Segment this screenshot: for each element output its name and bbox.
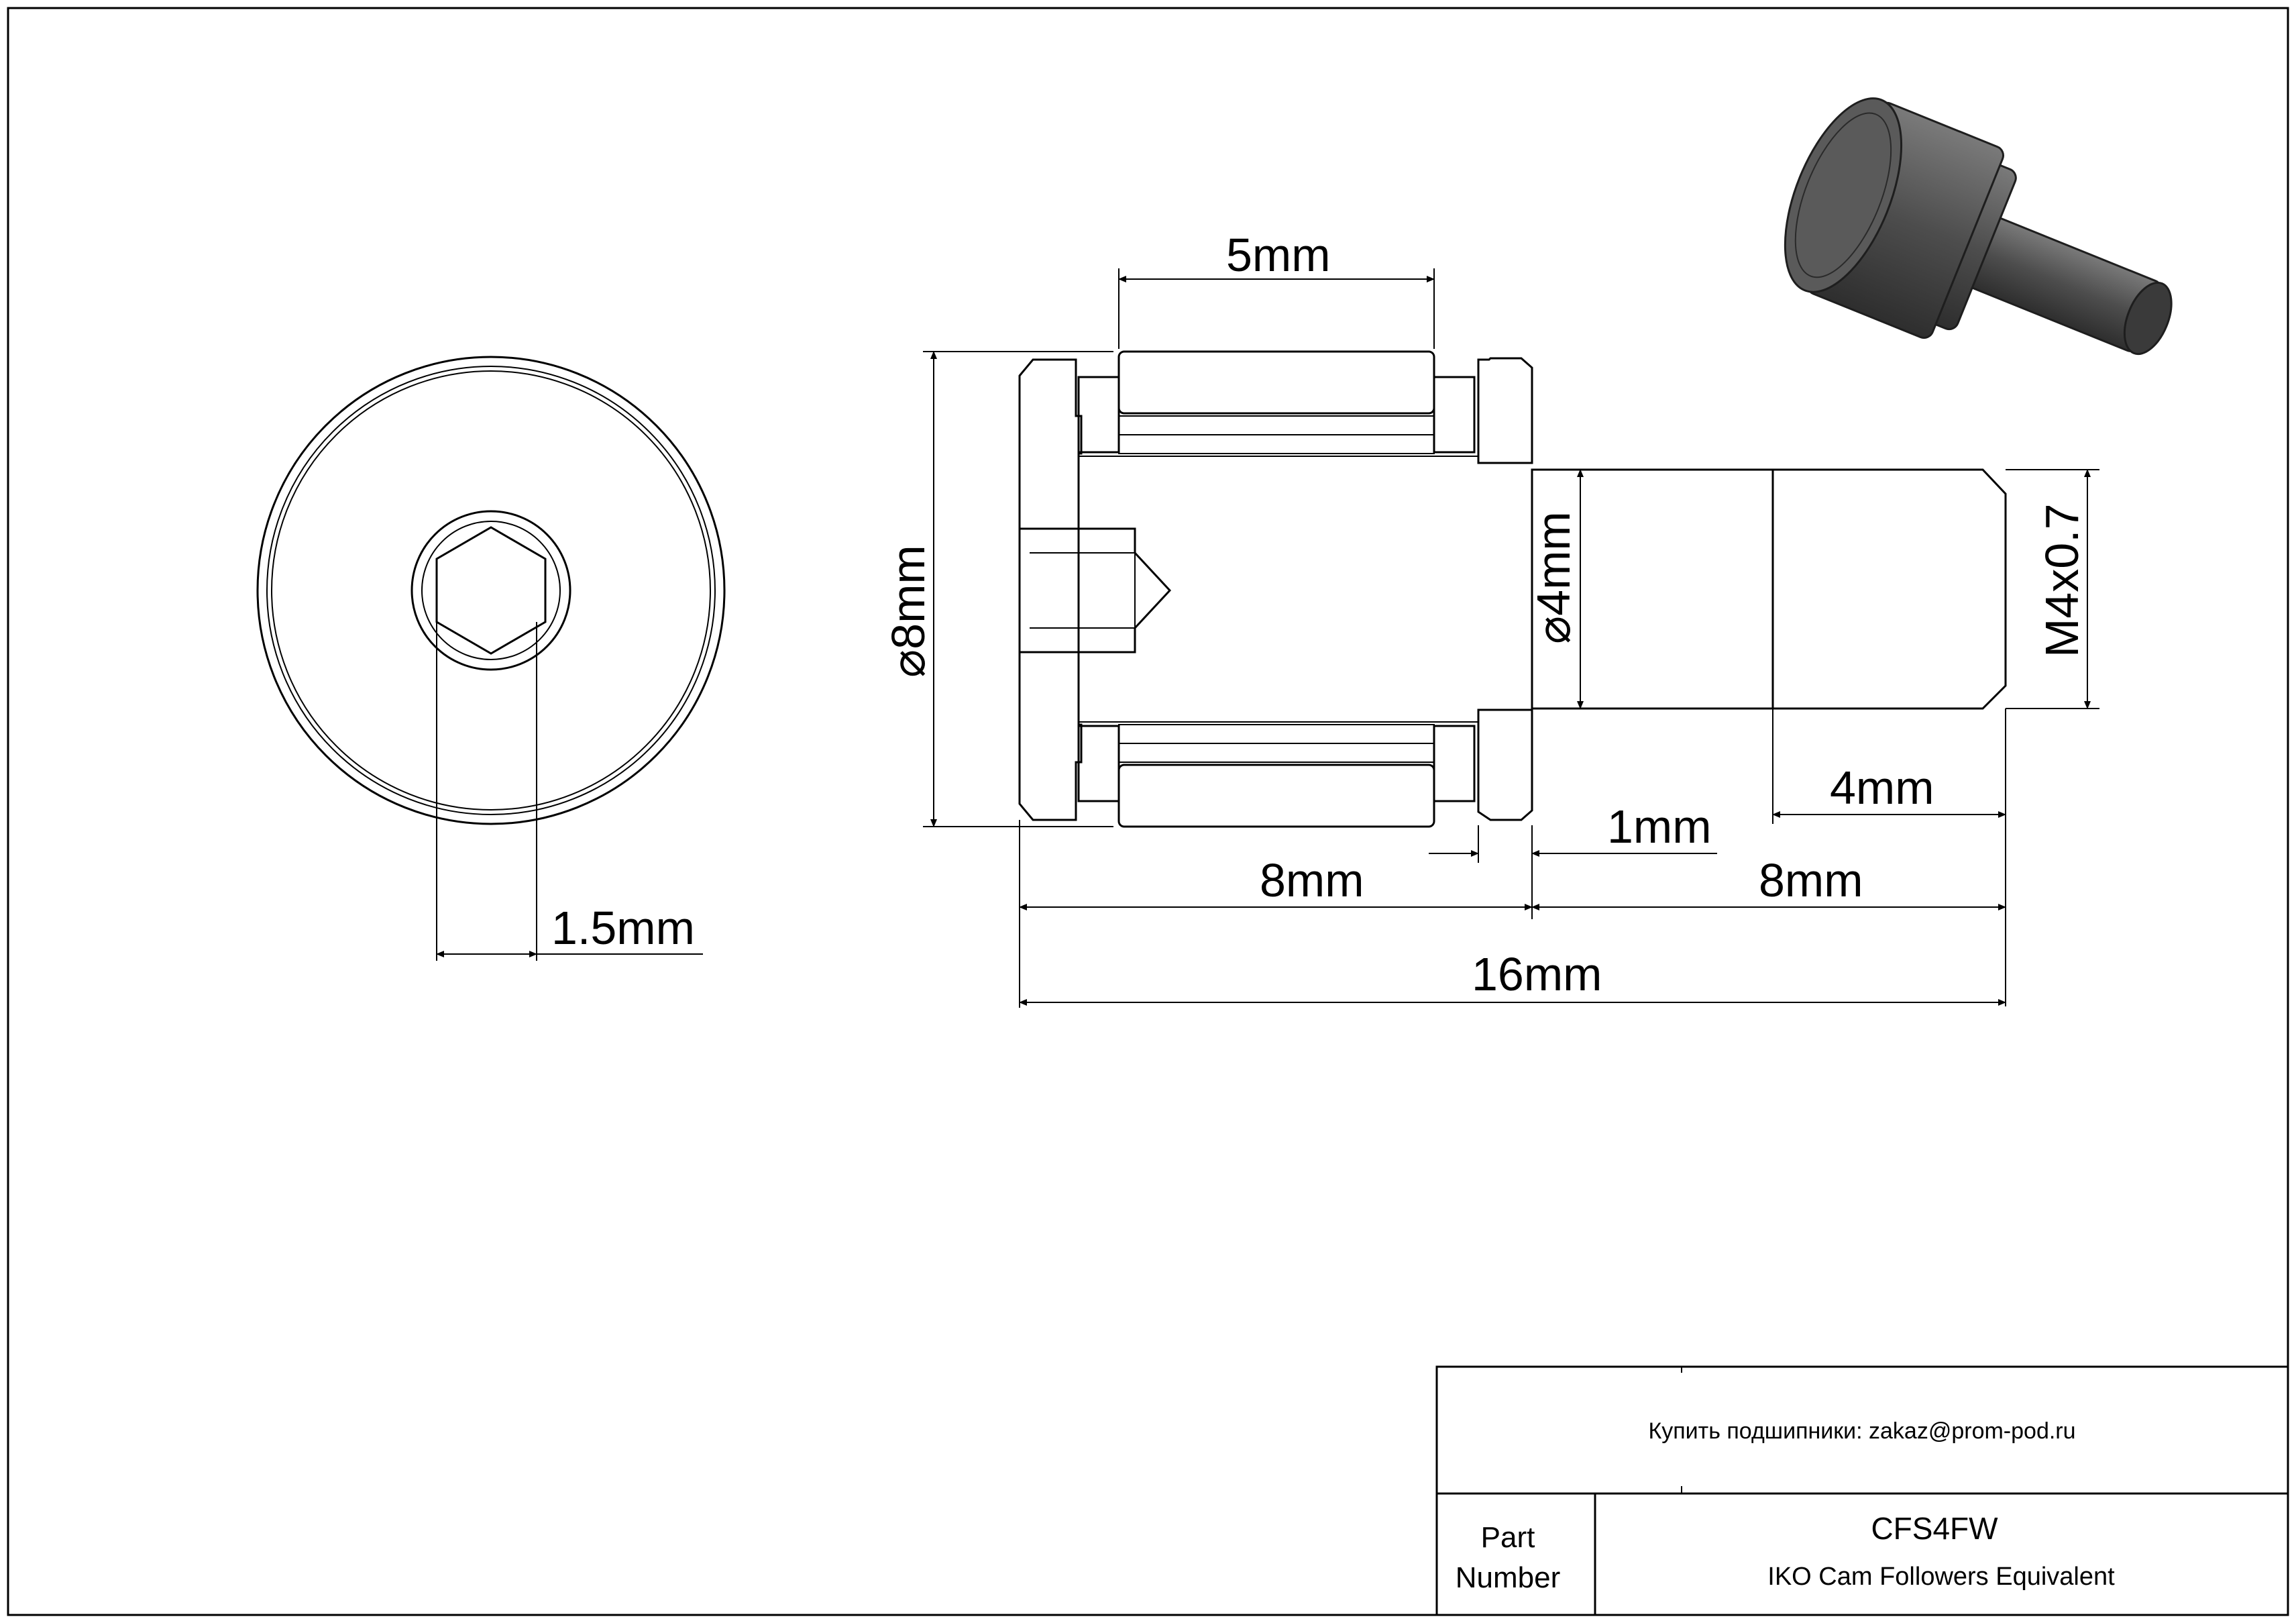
render-roller-face-inner [1794,112,1892,278]
socket-chamfer [421,521,561,660]
washer-left-bottom [1077,725,1120,802]
body-length-dimension: 8mm [1260,854,1364,906]
washer-right-bottom [1433,725,1476,802]
part-label-line2: Number [1456,1561,1561,1594]
roller-width-dimension: 5mm [1226,229,1331,281]
part-label-line1: Part [1481,1521,1535,1554]
diameter-symbol: ⌀ [882,649,934,678]
outer-diameter-value: 8mm [882,545,934,649]
outer-diameter-dimension: ⌀8mm [882,545,934,678]
outer-ring-chamfer [266,366,716,815]
end-view: 1.5mm [256,356,726,961]
section-view: 5mm ⌀8mm ⌀4mm M4x0.7 4mm 1mm 8mm [882,229,2099,1008]
stud-shaft [1531,468,2007,710]
isometric-render-icon [1784,97,2173,356]
washer-left-top [1077,376,1120,454]
thread-length-dimension: 4mm [1830,762,1934,814]
sheet-border [7,7,2289,1616]
total-length-dimension: 16mm [1472,948,1602,1000]
end-plate-bottom [1477,709,1533,821]
stud-length-dimension: 8mm [1759,854,1863,906]
socket-hole-section [1018,527,1172,653]
hex-socket-dimension: 1.5mm [551,902,695,954]
thread-dimension: M4x0.7 [2036,503,2088,658]
part-number: CFS4FW [1871,1511,1998,1546]
stud-flange [1018,358,1083,821]
inner-face-circle [271,370,711,810]
diameter-symbol-2: ⌀ [1527,616,1580,644]
outer-ring-top-section [1117,350,1435,415]
render-roller-face [1784,97,1903,293]
purchase-note: Купить подшипники: zakaz@prom-pod.ru [1648,1418,2075,1444]
hex-socket-icon [435,526,547,655]
socket-bore [411,510,571,671]
stud-diameter-dimension: ⌀4mm [1527,511,1580,644]
title-block: Купить подшипники: zakaz@prom-pod.ru Par… [1435,1365,2289,1616]
end-plate-top [1477,357,1533,464]
washer-gap-dimension: 1mm [1607,800,1712,853]
render-stud-end [2123,281,2173,356]
title-block-frame [1435,1365,2289,1616]
part-description: IKO Cam Followers Equivalent [1767,1563,2115,1591]
outer-ring-bottom-section [1117,764,1435,828]
stud-diameter-value: 4mm [1527,511,1580,616]
outer-ring-edge [256,356,726,825]
washer-right-top [1433,376,1476,454]
